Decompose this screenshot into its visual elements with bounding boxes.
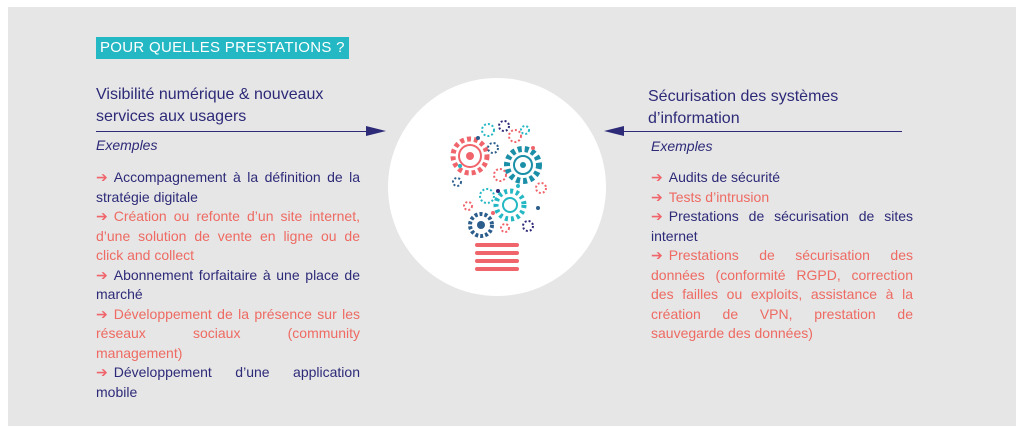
list-item: ➔Tests d’intrusion	[651, 188, 770, 205]
left-pointing-arrow-icon	[604, 126, 624, 136]
arrow-right-icon: ➔	[651, 247, 663, 263]
lightbulb-gears-icon	[450, 120, 547, 271]
left-examples-label: Exemples	[96, 137, 158, 153]
list-item: ➔Accompagnement à la définition de la st…	[96, 169, 360, 205]
arrow-right-icon: ➔	[96, 169, 108, 185]
right-examples-list: ➔Audits de sécurité ➔Tests d’intrusion ➔…	[651, 168, 913, 344]
right-arrow-line	[620, 131, 902, 132]
right-column-title: Sécurisation des systèmes d’information	[648, 88, 839, 127]
left-arrow-line	[96, 131, 368, 132]
arrow-right-icon: ➔	[651, 188, 663, 205]
arrow-right-icon: ➔	[96, 208, 108, 224]
list-item: ➔Prestations de sécurisation des données…	[651, 247, 913, 341]
list-item: ➔Création ou refonte d’un site internet,…	[96, 208, 360, 263]
left-examples-list: ➔Accompagnement à la définition de la st…	[96, 168, 360, 402]
list-item: ➔Développement de la présence sur les ré…	[96, 305, 360, 361]
right-examples-label: Exemples	[651, 138, 713, 154]
right-pointing-arrow-icon	[366, 126, 386, 136]
arrow-right-icon: ➔	[651, 169, 663, 185]
arrow-right-icon: ➔	[96, 266, 108, 283]
arrow-right-icon: ➔	[651, 208, 663, 224]
arrow-right-icon: ➔	[96, 305, 108, 322]
list-item: ➔Audits de sécurité	[651, 169, 781, 185]
section-heading: POUR QUELLES PRESTATIONS ?	[96, 37, 349, 59]
list-item: ➔Abonnement forfaitaire à une place de m…	[96, 266, 360, 303]
list-item: ➔Développement d’une application mobile	[96, 364, 360, 400]
list-item: ➔Prestations de sécurisation de sites in…	[651, 208, 913, 244]
arrow-right-icon: ➔	[96, 364, 108, 380]
left-column-title: Visibilité numérique & nouveaux services…	[96, 86, 324, 125]
